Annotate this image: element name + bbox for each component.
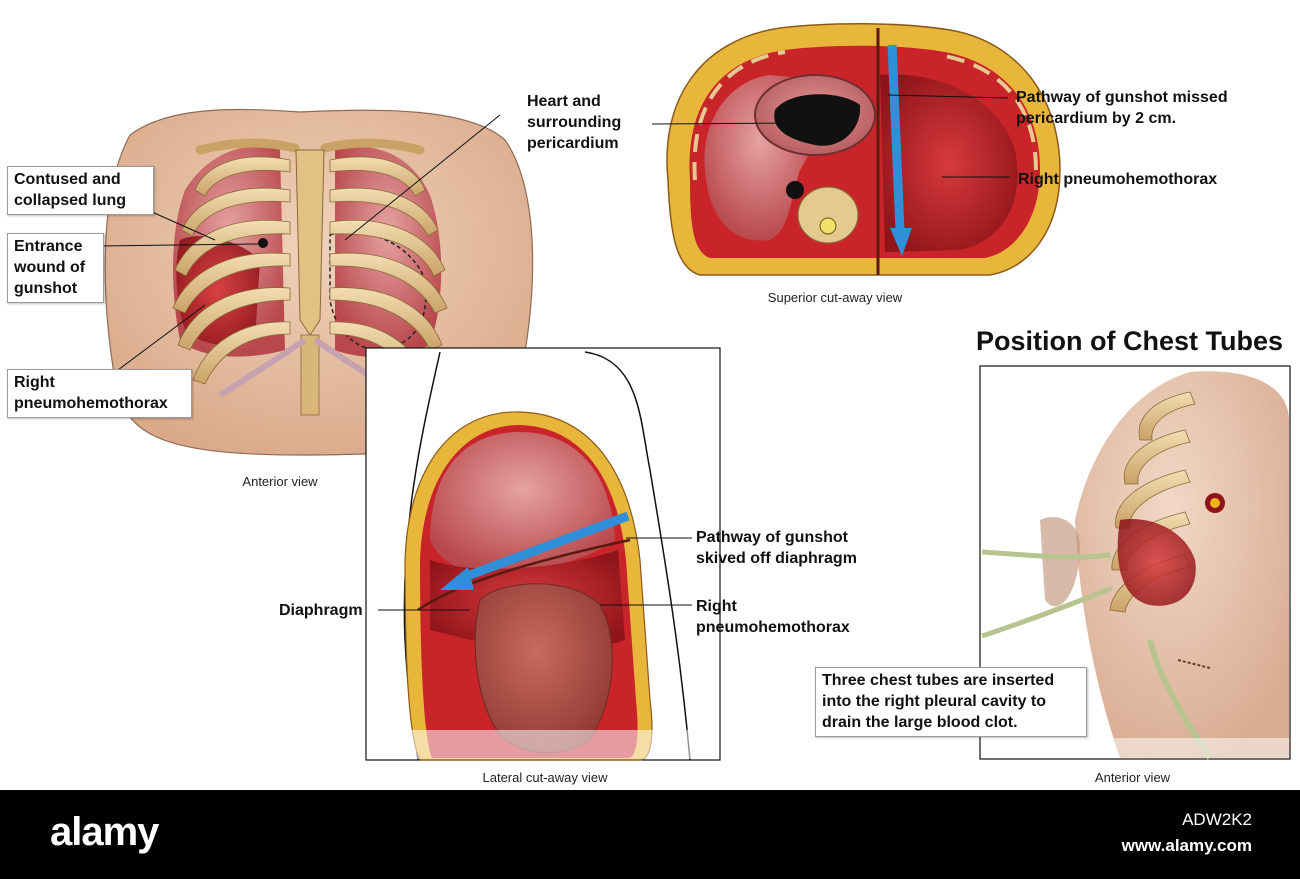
chest-tubes-title: Position of Chest Tubes: [976, 326, 1284, 356]
anterior-leader-lines: [101, 114, 501, 371]
caption-anterior-view: Anterior view: [242, 474, 318, 489]
illustration-canvas: [101, 22, 1291, 761]
brand-logo: alamy: [50, 810, 159, 854]
superior-cross-section-drawing: [666, 22, 1061, 276]
anterior-chest-drawing: [104, 108, 534, 456]
image-code: ADW2K2: [1182, 810, 1252, 829]
label-right-pneumohemothorax-superior: Right pneumohemothorax: [1018, 171, 1218, 188]
superior-leader-lines: [651, 94, 1010, 178]
caption-chest-tubes-anterior-view: Anterior view: [1094, 770, 1171, 785]
label-pathway-missed-pericardium: Pathway of gunshot missed pericardium by…: [1016, 89, 1228, 127]
label-right-pneumohemothorax-lateral: Right pneumohemothorax: [696, 598, 850, 636]
label-right-pneumohemothorax-anterior: Right pneumohemothorax: [7, 369, 192, 418]
label-heart-pericardium: Heart and surrounding pericardium: [527, 93, 622, 152]
lateral-cross-section-drawing: [367, 351, 719, 761]
label-pathway-skived-diaphragm: Pathway of gunshot skived off diaphragm: [696, 529, 857, 567]
lateral-leader-lines: [378, 537, 692, 611]
label-contused-lung: Contused and collapsed lung: [7, 166, 154, 215]
caption-superior-view: Superior cut-away view: [767, 290, 903, 305]
label-diaphragm: Diaphragm: [279, 602, 363, 619]
label-entrance-wound: Entrance wound of gunshot: [7, 233, 104, 303]
label-chest-tubes-note: Three chest tubes are inserted into the …: [815, 667, 1087, 737]
site-url: www.alamy.com: [1121, 836, 1252, 855]
stock-footer-bar: alamy ADW2K2 www.alamy.com: [0, 790, 1300, 879]
caption-lateral-view: Lateral cut-away view: [482, 770, 608, 785]
chest-tubes-drawing: [981, 371, 1289, 760]
